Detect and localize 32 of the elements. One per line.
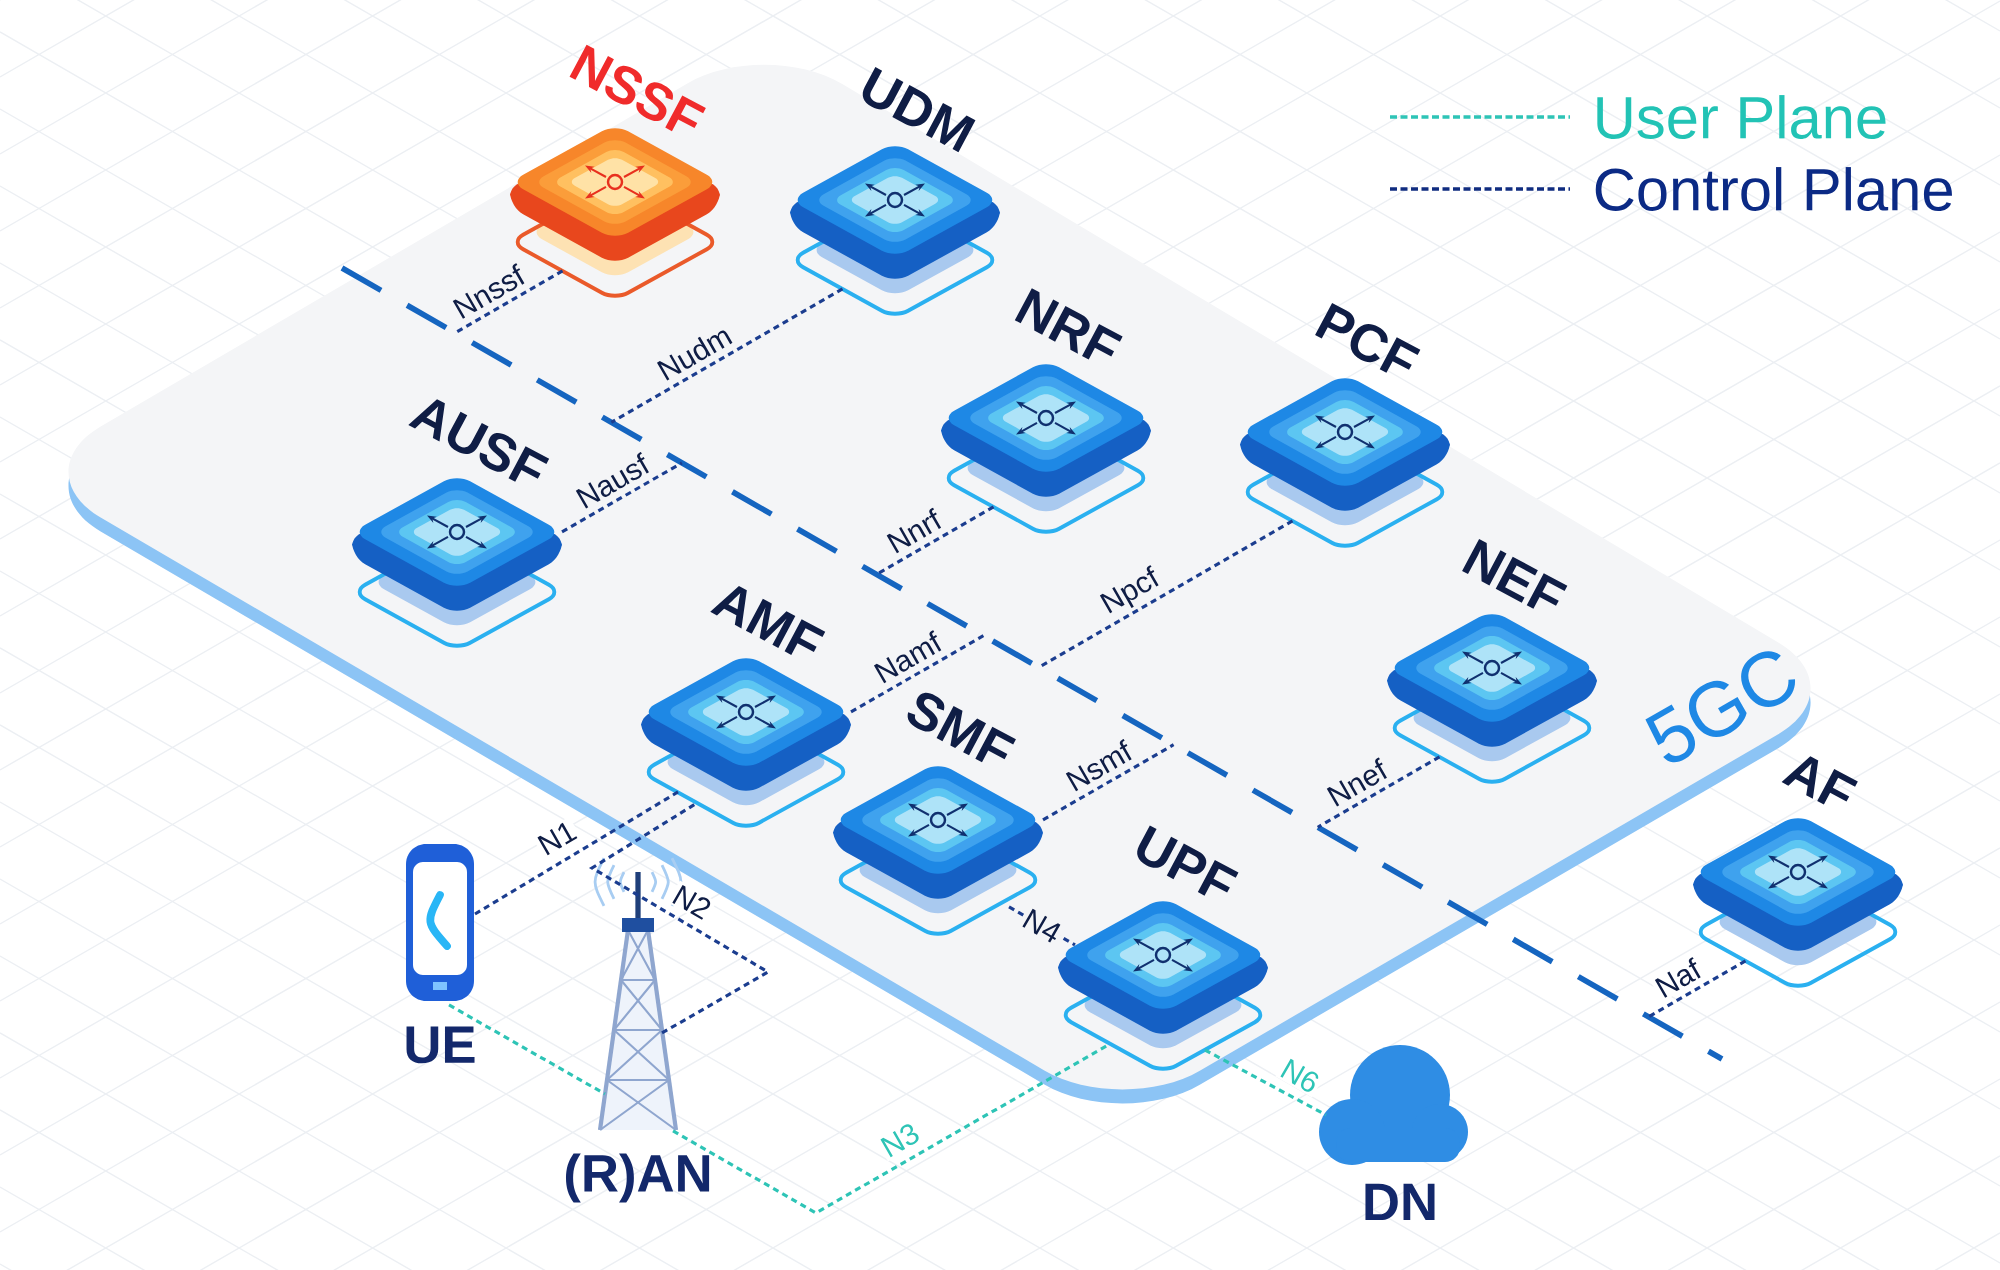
connector-line (1038, 519, 1294, 669)
node-label: NEF (1462, 538, 1568, 609)
network-function-box: AUSF (352, 399, 562, 648)
connector-line (454, 269, 564, 335)
edge-label: N4 (1017, 904, 1067, 948)
node-label: UE (406, 1026, 475, 1064)
node-label: UPF (1137, 825, 1239, 896)
node-label: PCF (1315, 302, 1421, 373)
node-label: SMF (907, 692, 1016, 763)
connector-line (1316, 755, 1441, 829)
node-label: DN (1365, 1183, 1435, 1221)
connector-line (1042, 743, 1175, 822)
node-label: UDM (862, 67, 976, 153)
connector-line (850, 634, 985, 714)
connector-line (474, 790, 679, 916)
edge-label: N2 (667, 880, 717, 924)
node-label: AMF (710, 586, 826, 655)
connector-line (561, 461, 683, 534)
edge-label: N6 (1275, 1054, 1325, 1098)
network-function-box: AMF (641, 586, 851, 828)
connector-line (1204, 1048, 1327, 1117)
connector-line (448, 1003, 606, 1096)
edge-label: N3 (875, 1118, 925, 1162)
edge-label: Npcf (1094, 562, 1168, 623)
node-label: (R)AN (565, 1153, 710, 1203)
connector-line (1647, 959, 1747, 1019)
node-label: AUSF (408, 399, 550, 482)
connector-line (610, 287, 844, 424)
mobile-phone: UE (406, 844, 475, 1064)
edge-label: N1 (532, 816, 582, 860)
edge-label: Naf (1649, 954, 1707, 1003)
node-label: NRF (1014, 288, 1123, 360)
